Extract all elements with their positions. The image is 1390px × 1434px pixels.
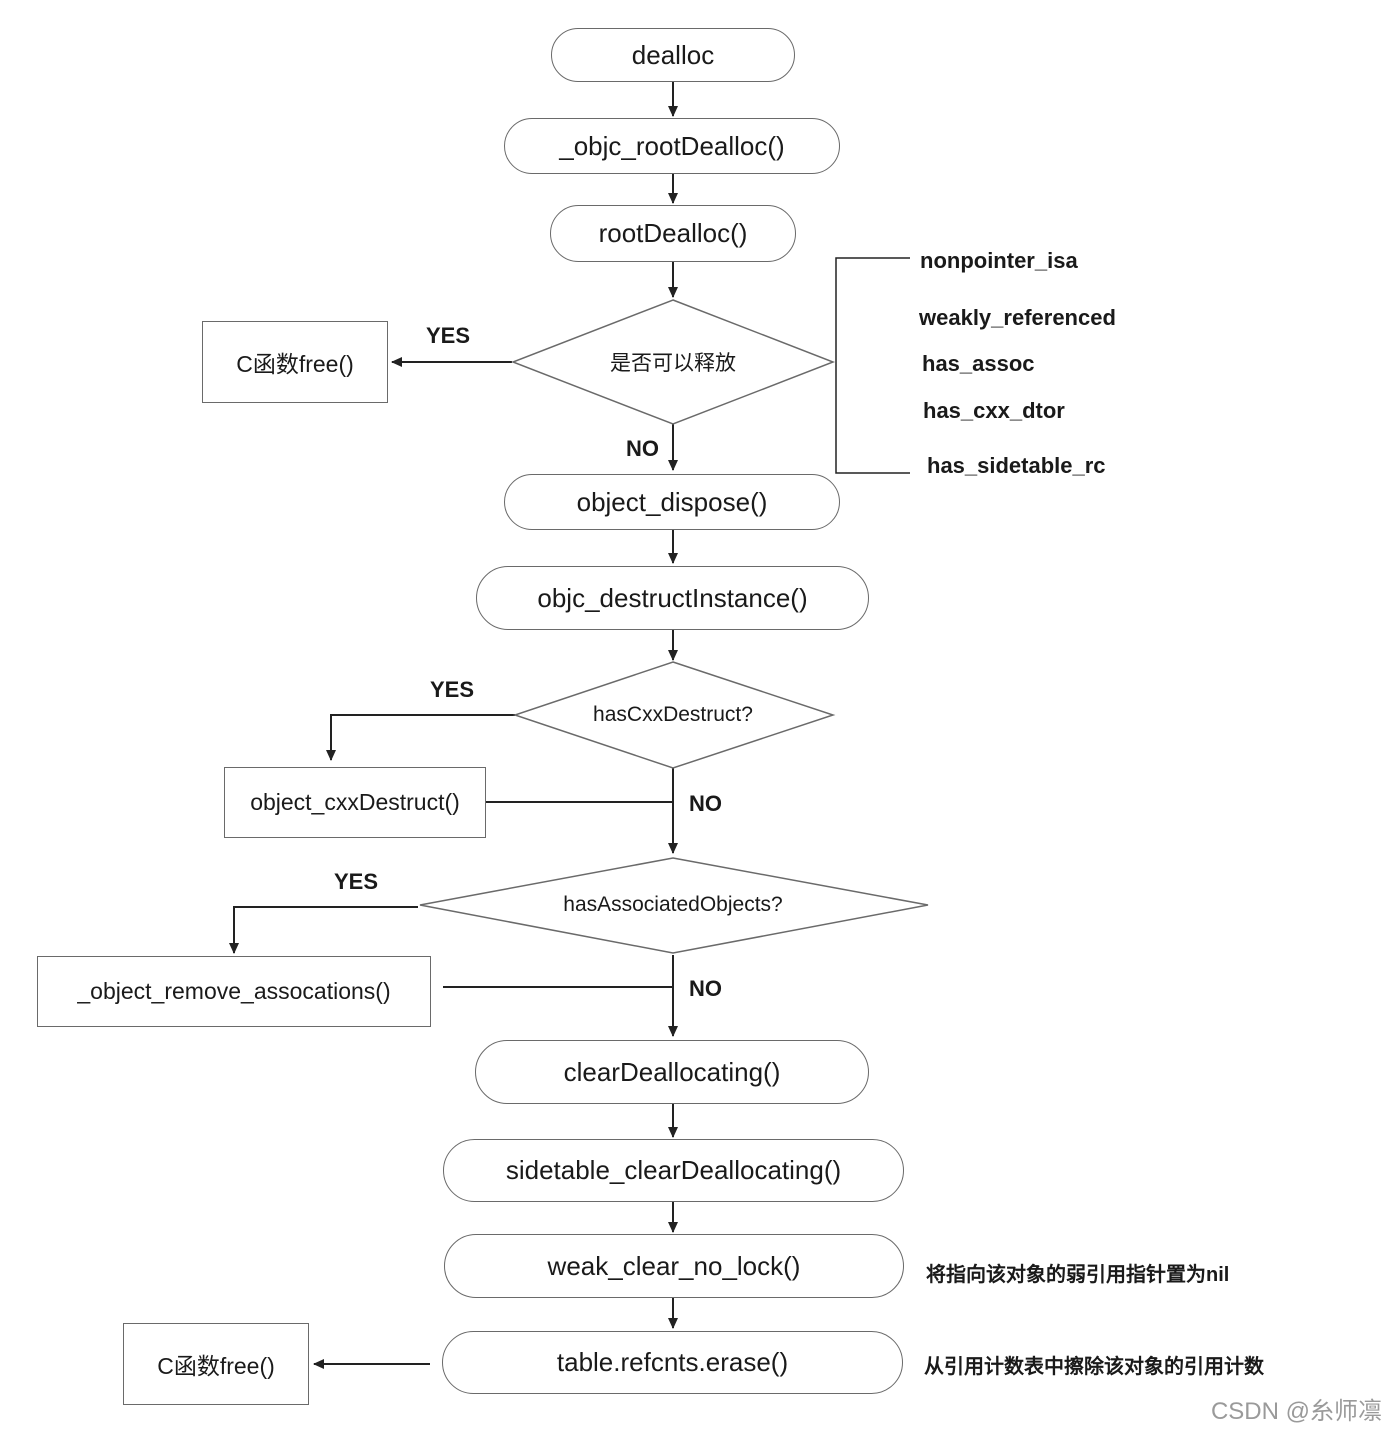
- node-object-cxx-destruct: object_cxxDestruct(): [224, 767, 486, 838]
- node-objc-destruct-instance: objc_destructInstance(): [476, 566, 869, 630]
- node-object-dispose: object_dispose(): [504, 474, 840, 530]
- arrow-cxx-yes: [326, 714, 515, 761]
- note-weak-clear: 将指向该对象的弱引用指针置为nil: [926, 1264, 1230, 1286]
- node-objc-root-dealloc: _objc_rootDealloc(): [504, 118, 840, 174]
- note-refcnts-erase: 从引用计数表中擦除该对象的引用计数: [924, 1356, 1264, 1378]
- label-no-can-release: NO: [626, 436, 659, 461]
- node-dealloc: dealloc: [551, 28, 795, 82]
- decision-has-associated-objects-label: hasAssociatedObjects?: [563, 893, 783, 916]
- decision-can-release-shape: [510, 299, 836, 425]
- arrow-assoc-yes: [229, 906, 418, 954]
- isa-flag-weakly-referenced: weakly_referenced: [919, 305, 1116, 330]
- label-no-has-assoc: NO: [689, 976, 722, 1001]
- label-no-has-cxx: NO: [689, 791, 722, 816]
- decision-has-cxx-shape: [512, 661, 836, 769]
- label-yes-has-cxx: YES: [430, 677, 475, 702]
- decision-has-assoc-shape: [419, 857, 929, 954]
- isa-flag-has-cxx-dtor: has_cxx_dtor: [923, 398, 1065, 423]
- label-yes-can-release: YES: [426, 323, 471, 348]
- node-root-dealloc: rootDealloc(): [550, 205, 796, 262]
- node-sidetable-clear-deallocating: sidetable_clearDeallocating(): [443, 1139, 904, 1202]
- isa-flags-bracket: [835, 257, 910, 474]
- isa-flag-nonpointer-isa: nonpointer_isa: [920, 248, 1078, 273]
- node-c-free-1: C函数free(): [202, 321, 388, 403]
- isa-flag-has-assoc: has_assoc: [922, 351, 1035, 376]
- isa-flag-has-sidetable-rc: has_sidetable_rc: [927, 453, 1106, 478]
- node-object-remove-assocations: _object_remove_assocations(): [37, 956, 431, 1027]
- watermark: CSDN @糸师凛: [1210, 1398, 1382, 1425]
- decision-has-cxx-destruct-label: hasCxxDestruct?: [593, 703, 753, 726]
- decision-can-release-label: 是否可以释放: [610, 352, 736, 375]
- label-yes-has-assoc: YES: [334, 869, 379, 894]
- node-table-refcnts-erase: table.refcnts.erase(): [442, 1331, 903, 1394]
- node-weak-clear-no-lock: weak_clear_no_lock(): [444, 1234, 904, 1298]
- node-c-free-2: C函数free(): [123, 1323, 309, 1405]
- node-clear-deallocating: clearDeallocating(): [475, 1040, 869, 1104]
